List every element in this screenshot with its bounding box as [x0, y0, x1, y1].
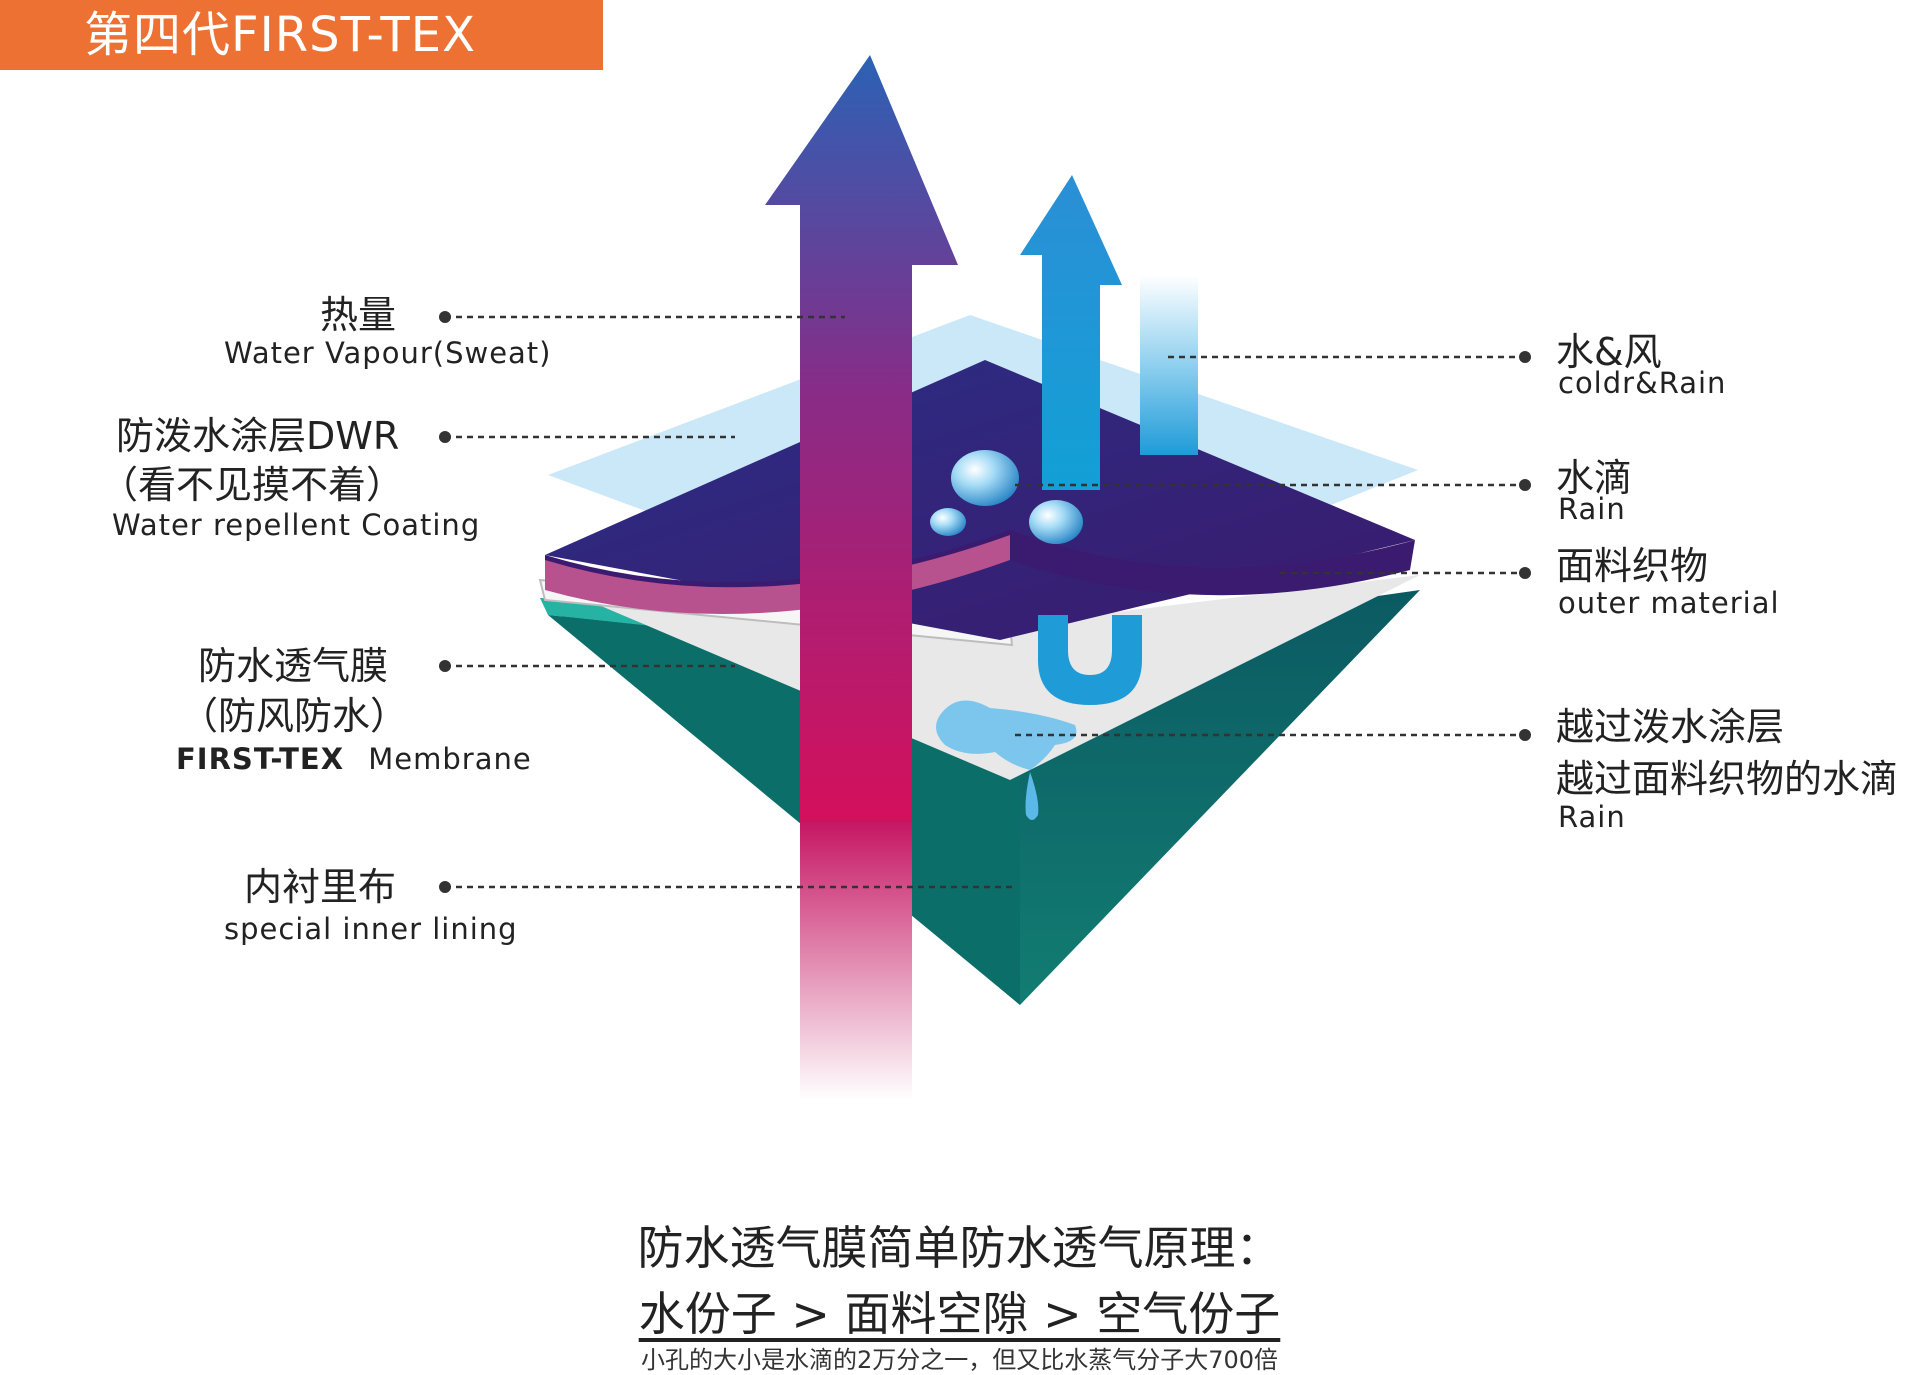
pass-label-cn-1: 越过泼水涂层: [1556, 705, 1785, 749]
water-drop-small-left: [930, 508, 966, 536]
water-puddle: [936, 700, 1077, 770]
drop-label-en: Rain: [1558, 492, 1626, 526]
outer-label-en: outer material: [1558, 586, 1780, 620]
outer-label-cn: 面料织物: [1556, 544, 1709, 588]
dwr-label-cn: 防泼水涂层DWR: [116, 414, 400, 458]
left-leader-dots: [439, 311, 451, 893]
water-up-arrow: [1020, 175, 1122, 490]
heat-label-en: Water Vapour(Sweat): [224, 336, 552, 370]
right-leader-dots: [1519, 351, 1531, 741]
heat-label-cn: 热量: [320, 293, 397, 337]
membrane-word: Membrane: [368, 742, 532, 776]
principle-formula-text: 水份子 > 面料空隙 > 空气份子: [638, 1287, 1281, 1341]
principle-note: 小孔的大小是水滴的2万分之一，但又比水蒸气分子大700倍: [640, 1346, 1279, 1374]
drop-label-cn: 水滴: [1556, 456, 1633, 500]
outer-material-pink-edge: [545, 535, 1010, 614]
dwr-label-cn-note: （看不见摸不着）: [100, 463, 405, 507]
water-u-turn: [1038, 615, 1142, 705]
wind-label-en: coldr&Rain: [1558, 366, 1727, 400]
water-drop-large: [951, 450, 1019, 506]
membrane-label-cn: 防水透气膜: [198, 644, 389, 688]
wind-label-cn: 水&风: [1556, 330, 1662, 374]
pass-label-en: Rain: [1558, 800, 1626, 834]
lining-label-cn: 内衬里布: [244, 865, 397, 909]
water-drop-small-right: [1029, 500, 1083, 544]
membrane-brand: FIRST-TEX: [176, 742, 345, 776]
principle-title: 防水透气膜简单防水透气原理：: [637, 1221, 1282, 1275]
vapour-up-arrow: [765, 55, 958, 820]
membrane-label-cn-note: （防风防水）: [180, 694, 409, 738]
water-drip: [1025, 772, 1039, 820]
right-leader-lines: [1015, 355, 1525, 737]
membrane-layer: [540, 575, 1420, 780]
left-leader-lines: [445, 315, 1012, 889]
water-wind-column: [1140, 275, 1198, 455]
dwr-label-en: Water repellent Coating: [112, 508, 481, 542]
principle-formula: 水份子 > 面料空隙 > 空气份子: [0, 1284, 1919, 1344]
header-title: 第四代FIRST-TEX: [0, 0, 603, 70]
vapour-arrow-tail: [800, 820, 912, 1100]
lining-label-en: special inner lining: [224, 912, 518, 946]
membrane-label-en: FIRST-TEX Membrane: [176, 742, 532, 776]
pass-label-cn-2: 越过面料织物的水滴: [1556, 757, 1899, 801]
